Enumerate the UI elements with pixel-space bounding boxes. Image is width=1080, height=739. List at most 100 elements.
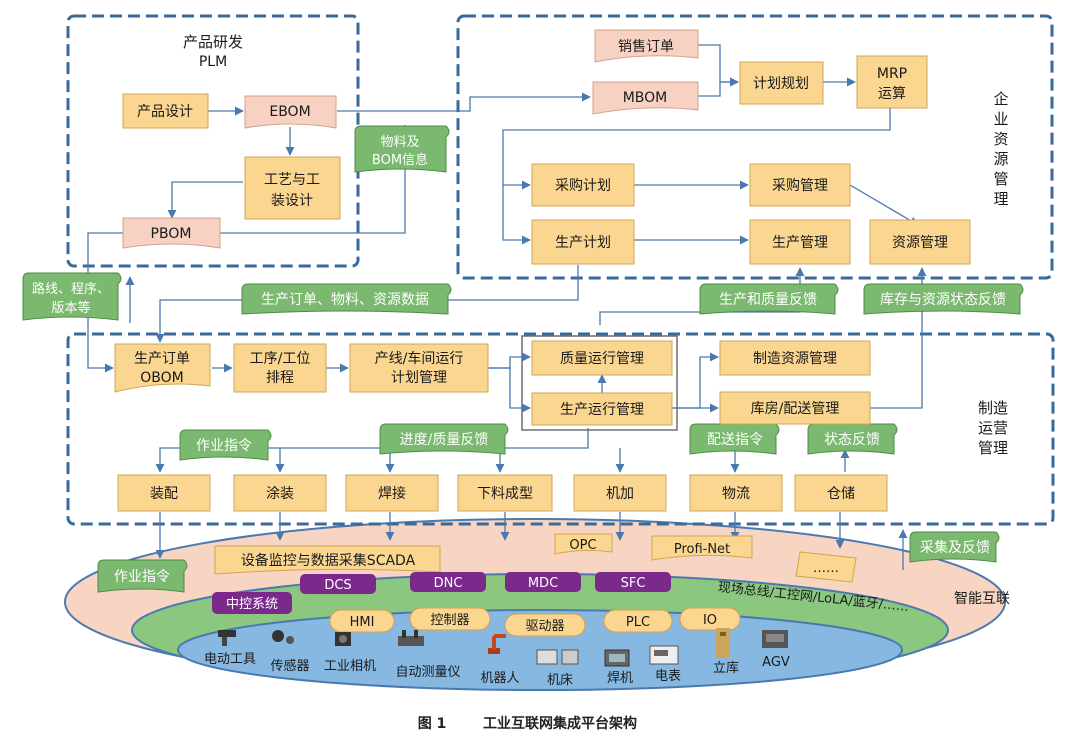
flag-collect-fb: 采集及反馈 [920,539,990,556]
agv-icon [762,630,788,648]
node-sales-order: 销售订单 [618,39,674,55]
svg-text:管: 管 [993,170,1008,188]
flag-status-fb: 状态反馈 [824,432,880,448]
machine-tool-icon [536,649,579,665]
flag-order-data: 生产订单、物料、资源数据 [261,292,429,308]
device-sensor: 传感器 [270,658,309,674]
device-welder: 焊机 [607,670,633,686]
sys-dnc: DNC [434,576,463,591]
node-planning: 计划规划 [753,76,809,92]
mom-title-1: 制造 [978,399,1008,417]
node-ebom: EBOM [269,104,310,120]
cloud-plc: PLC [626,615,650,630]
device-stacker: 立库 [713,660,739,676]
cloud-controller: 控制器 [430,613,469,628]
node-line-plan-1: 产线/车间运行 [375,350,464,367]
stacker-icon [716,628,730,658]
caption-label: 图 1 [418,716,447,732]
mom-title-2: 运营 [978,419,1008,437]
plm-section: 产品研发 PLM 产品设计 EBOM 工艺与工 装设计 PBOM [122,33,341,249]
welder-icon [604,649,630,667]
node-line-plan-2: 计划管理 [391,370,447,386]
node-blanking: 下料成型 [477,486,533,502]
sys-dcs: DCS [324,578,351,593]
sys-sfc: SFC [621,576,646,591]
svg-text:理: 理 [993,190,1008,208]
label-more: …… [813,561,839,576]
measuring-icon [398,630,424,646]
node-obom-2: OBOM [140,370,183,386]
node-painting: 涂装 [266,486,294,502]
plm-title-en: PLM [199,54,227,70]
flag-progress-fb: 进度/质量反馈 [400,432,489,448]
node-machining: 机加 [606,486,634,502]
node-production-mgmt: 生产管理 [772,235,828,251]
device-labels: 电动工具 传感器 工业相机 自动测量仪 机器人 机床 焊机 电表 立库 AGV [204,652,790,688]
device-camera: 工业相机 [324,659,376,674]
plm-title: 产品研发 [183,33,243,51]
device-icons [218,628,788,667]
cloud-hmi: HMI [350,615,375,630]
node-mbom: MBOM [623,90,668,106]
node-process-design-1: 工艺与工 [264,172,320,188]
flag-work-instr-bottom: 作业指令 [114,569,170,585]
device-power-tool: 电动工具 [204,652,256,667]
mom-region [66,332,1055,526]
figure-caption: 图 1 工业互联网集成平台架构 [418,715,637,732]
node-production-plan: 生产计划 [555,235,611,251]
flag-prod-quality-fb: 生产和质量反馈 [719,292,817,308]
flag-route-2: 版本等 [51,300,90,316]
label-profinet: Profi-Net [674,542,730,557]
flag-inventory-fb: 库存与资源状态反馈 [880,292,1006,308]
node-scheduling-1: 工序/工位 [250,351,311,367]
device-meter: 电表 [655,669,681,684]
node-warehouse: 库房/配送管理 [751,401,840,417]
flag-material-bom-2: BOM信息 [372,152,428,168]
sys-mdc: MDC [528,576,558,591]
meter-icon [649,645,679,665]
node-resource-mgmt: 资源管理 [892,235,948,251]
label-central-control: 中控系统 [226,597,278,612]
device-robot: 机器人 [480,671,519,686]
camera-icon [335,632,351,646]
svg-text:源: 源 [993,150,1008,168]
node-pbom: PBOM [151,226,192,242]
flag-material-bom-1: 物料及 [380,135,419,150]
node-mrp-2: 运算 [878,86,906,102]
node-logistics: 物流 [722,486,750,502]
ops-highlight-frame [521,335,678,431]
label-opc: OPC [569,538,596,553]
cloud-driver: 驱动器 [525,619,564,634]
label-smart-interconnect: 智能互联 [954,591,1010,607]
erp-title: 企 业 资 源 管 理 [993,90,1008,208]
cloud-io: IO [703,613,717,628]
mom-section: 生产订单 OBOM 工序/工位 排程 产线/车间运行 计划管理 质量运行管理 生… [114,340,1008,512]
node-mrp-1: MRP [877,66,907,82]
node-process-design-2: 装设计 [271,193,313,209]
node-welding: 焊接 [378,485,406,502]
flag-delivery-instr: 配送指令 [707,432,763,448]
node-assembly: 装配 [150,486,178,502]
flag-work-instr: 作业指令 [196,438,252,454]
node-product-design: 产品设计 [137,104,193,120]
power-tool-icon [218,630,236,646]
node-purchase-plan: 采购计划 [555,178,611,194]
node-obom-1: 生产订单 [134,351,190,367]
caption-text: 工业互联网集成平台架构 [483,715,637,732]
clouds: HMI 控制器 驱动器 PLC IO [329,607,741,637]
label-scada: 设备监控与数据采集SCADA [241,552,416,569]
flag-route-1: 路线、程序、 [32,281,110,297]
node-scheduling-2: 排程 [266,370,294,386]
device-agv: AGV [762,655,790,670]
sensor-icon [272,630,294,644]
svg-text:资: 资 [993,130,1008,148]
node-storage: 仓储 [827,486,855,502]
svg-text:业: 业 [993,110,1008,128]
node-prod-ops: 生产运行管理 [560,402,644,418]
flags: 物料及 BOM信息 路线、程序、 版本等 生产订单、物料、资源数据 生产和质量反… [22,125,1024,593]
svg-text:企: 企 [993,90,1008,108]
node-quality-ops: 质量运行管理 [560,351,644,367]
device-measuring: 自动测量仪 [395,665,460,680]
node-mfg-resource: 制造资源管理 [753,351,837,367]
